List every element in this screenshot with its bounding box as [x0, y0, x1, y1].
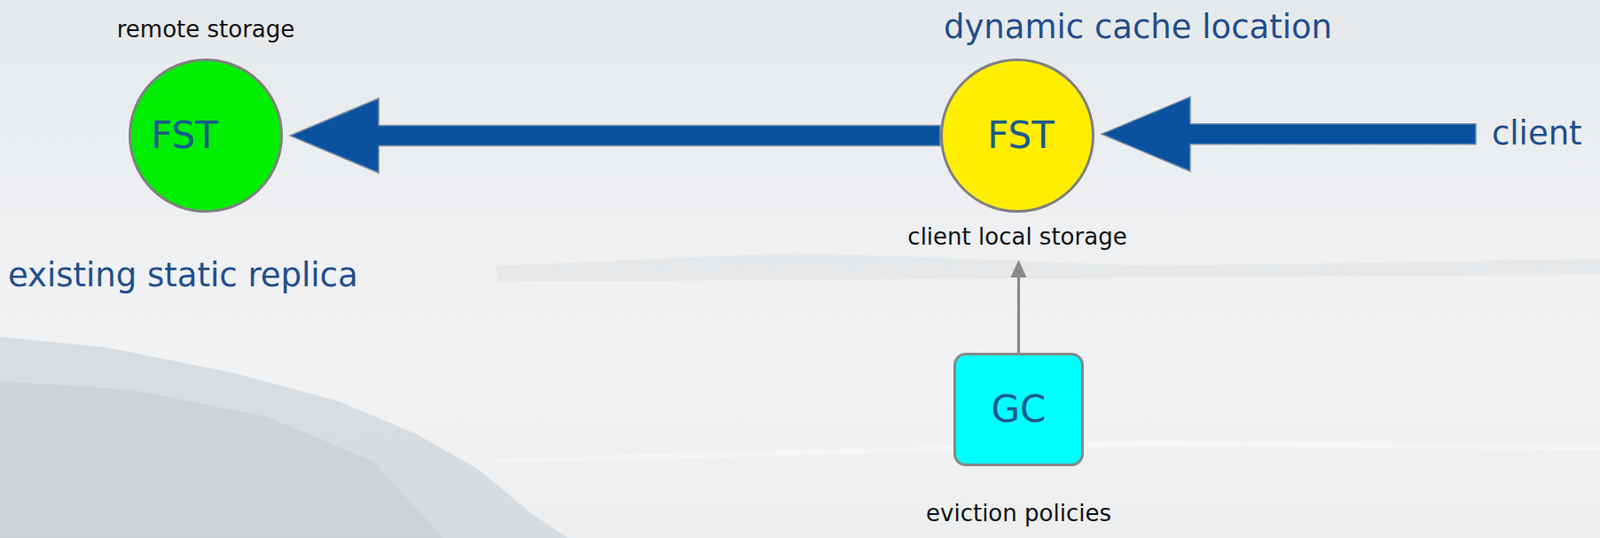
node-caption: eviction policies — [925, 501, 1112, 528]
node-text: FST — [150, 114, 219, 157]
arrow-shape — [1011, 259, 1028, 353]
thin-arrow — [1011, 259, 1028, 353]
node-text: GC — [991, 388, 1047, 432]
arrow-shape — [1101, 96, 1476, 172]
cache-circle: FSTclient local storage — [940, 58, 1095, 213]
node-caption: remote storage — [117, 16, 296, 44]
block-arrow — [1101, 96, 1476, 172]
node-text: FST — [987, 114, 1055, 157]
node-text: client — [1491, 115, 1583, 154]
client-node: client — [1491, 115, 1583, 154]
replica-label: existing static replica — [7, 257, 359, 296]
landmass — [0, 337, 568, 538]
node-caption: client local storage — [907, 224, 1127, 251]
gc-box: GCeviction policies — [953, 352, 1084, 467]
arrow-shape — [290, 98, 941, 173]
location-label: dynamic cache location — [943, 8, 1333, 48]
distant-hills — [496, 252, 1600, 283]
storage-circle: remote storageFST — [128, 58, 283, 213]
landmass-front — [0, 381, 444, 538]
block-arrow — [290, 98, 941, 173]
